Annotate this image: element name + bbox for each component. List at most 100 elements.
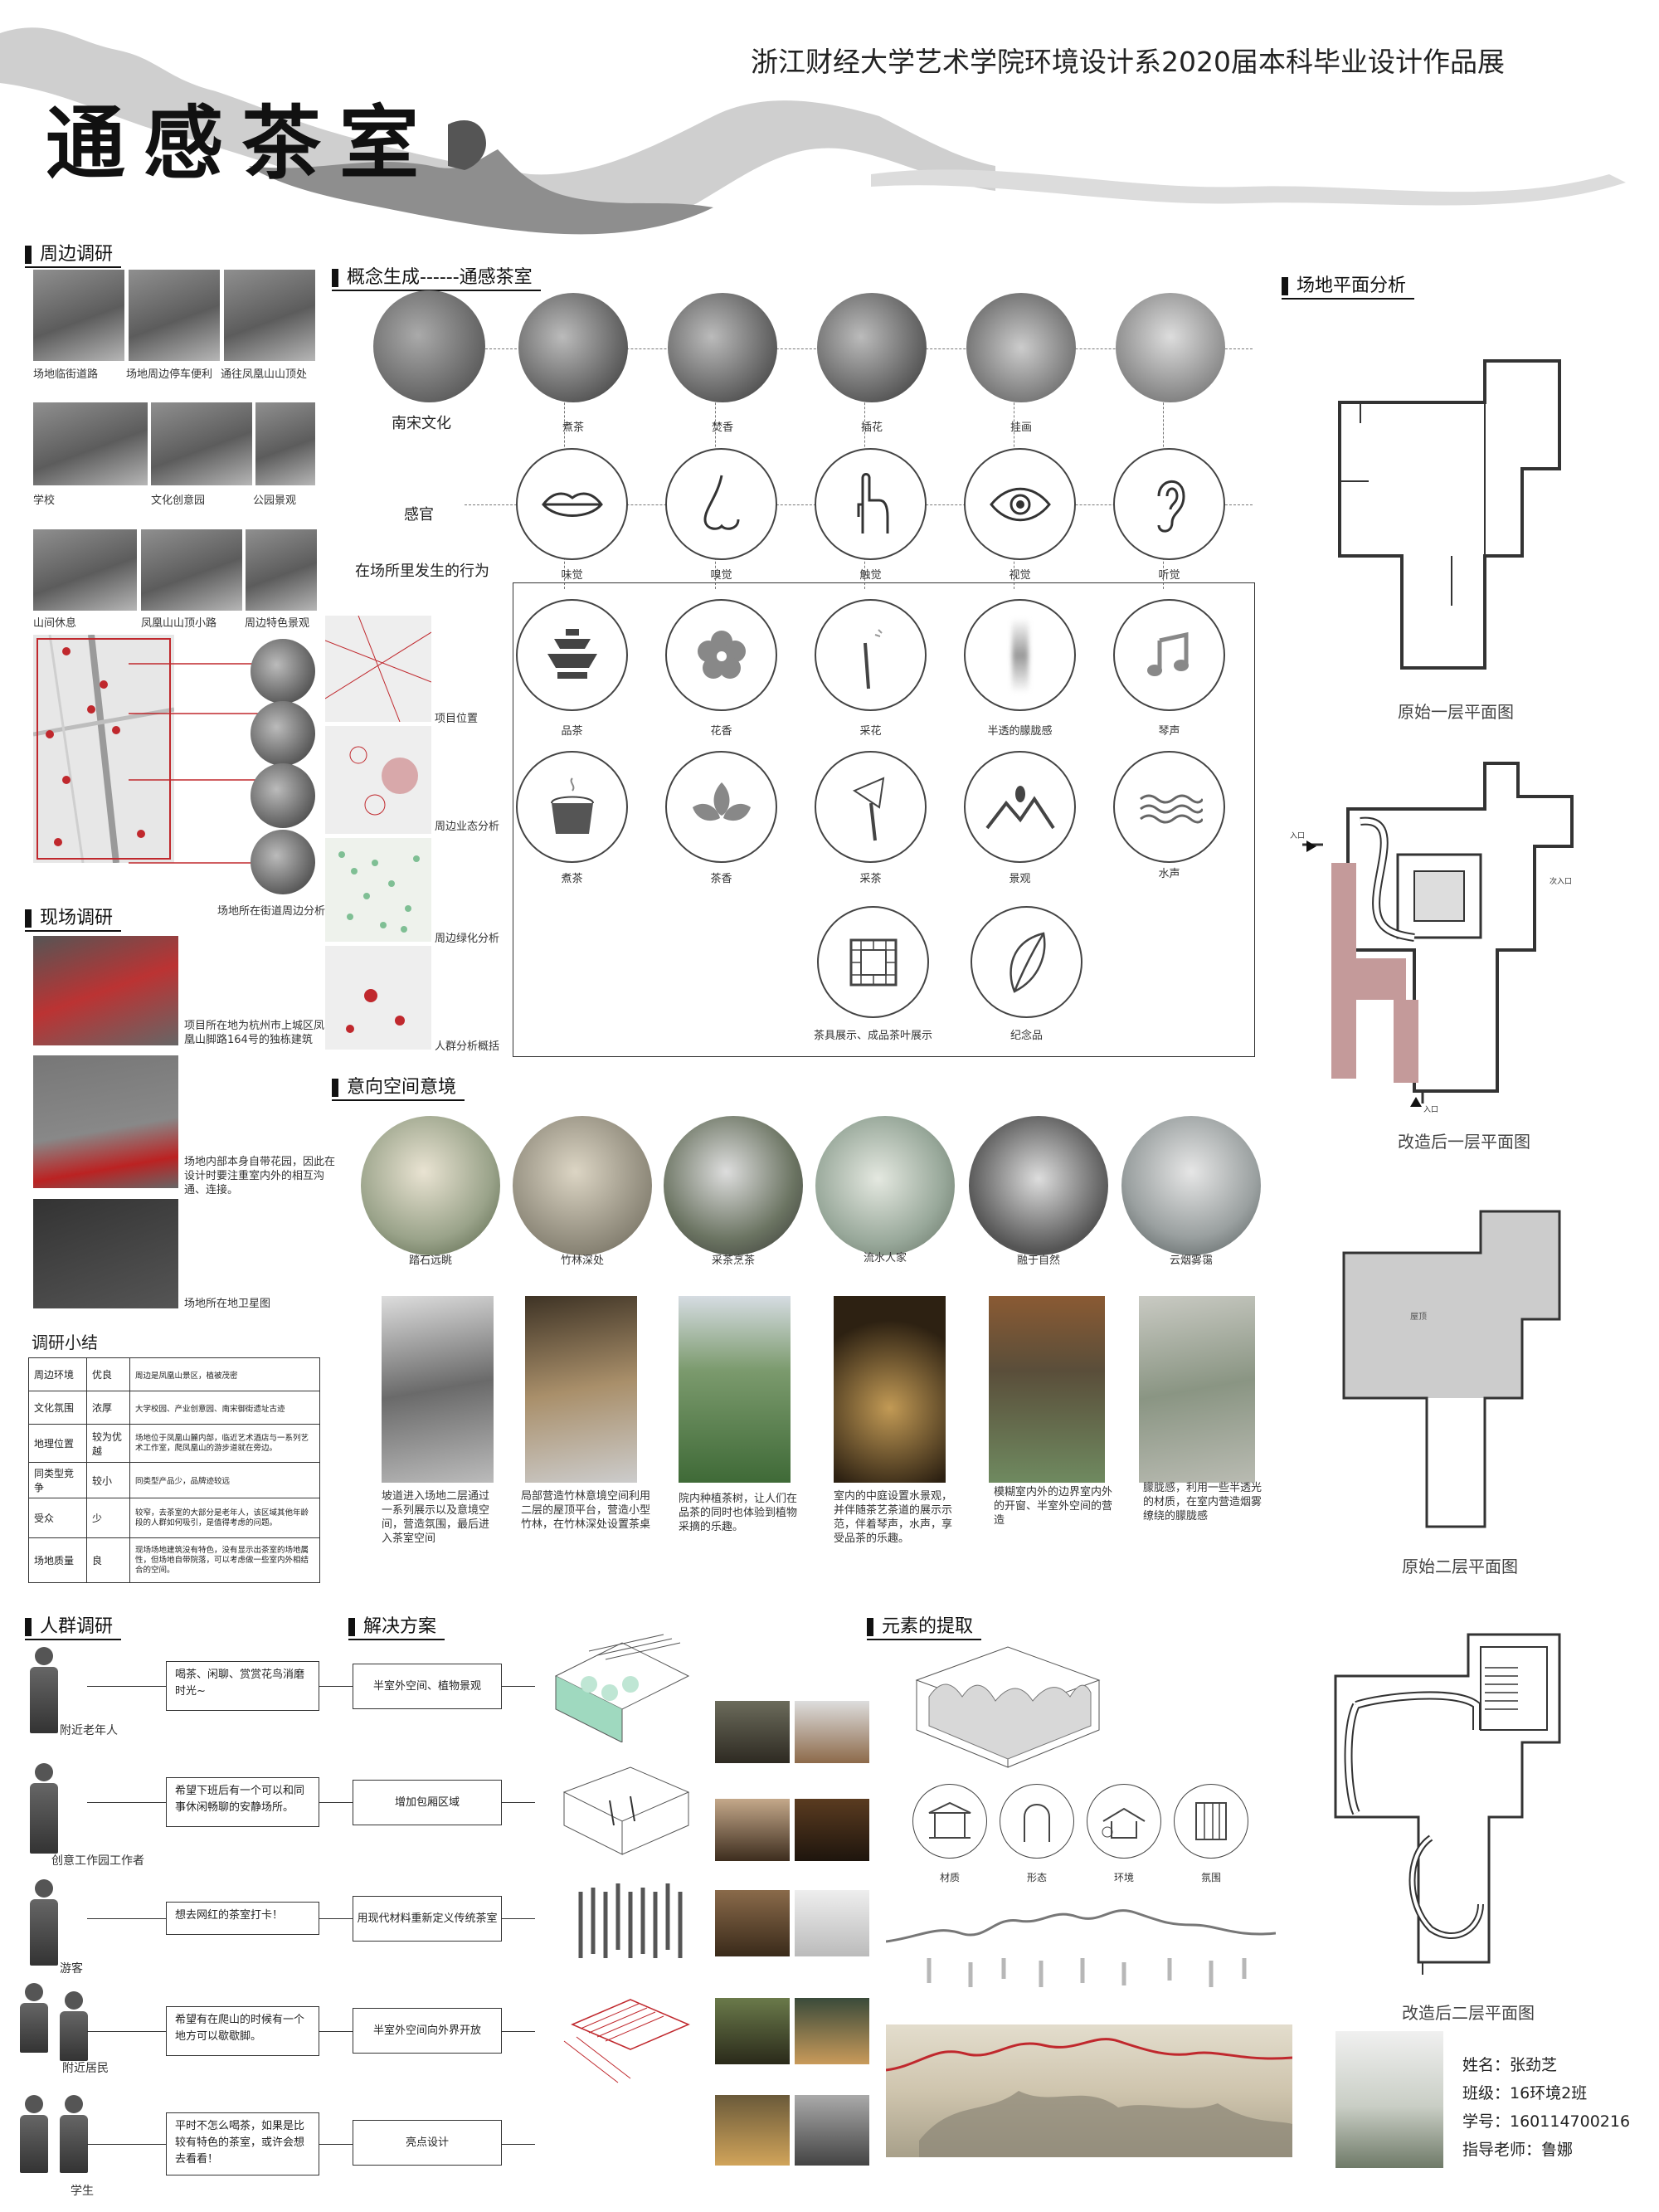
- solution-photo: [715, 2095, 790, 2166]
- behavior-circle: [1113, 599, 1225, 711]
- culture-caption: 插花: [860, 421, 883, 434]
- picking-flower-icon: [863, 628, 883, 689]
- plan-entry-label-2: 次入口: [1550, 878, 1573, 886]
- student-photo: [1335, 2031, 1443, 2168]
- table-row: 文化氛围浓厚大学校园、产业创意园、南宋御街遗址古迹: [28, 1391, 320, 1425]
- survey-caption: 场地周边停车便利: [126, 368, 213, 381]
- survey-photo: [141, 529, 242, 611]
- painting-caption: 流水人家: [863, 1252, 907, 1264]
- survey-photo: [255, 402, 315, 485]
- culture-photo: [373, 290, 485, 402]
- painting-caption: 竹林深处: [560, 1255, 604, 1267]
- analysis-map: [325, 946, 431, 1050]
- elements-title: 元素的提取: [867, 1618, 982, 1640]
- survey-photo: [33, 270, 124, 361]
- connector-line: [502, 1686, 535, 1687]
- painting-caption: 踏石远眺: [408, 1255, 452, 1267]
- culture-caption: 煮茶: [562, 421, 584, 434]
- solution-photo: [715, 1701, 790, 1763]
- imagery-title: 意向空间意境: [332, 1079, 465, 1101]
- map-label-green: 周边绿化分析: [435, 933, 500, 945]
- behavior-caption: 茶香: [710, 873, 732, 885]
- culture-photo: [518, 293, 628, 402]
- picking-tea-icon: [852, 776, 884, 840]
- site-photo: [33, 1199, 178, 1308]
- behavior-caption: 景观: [1009, 873, 1031, 885]
- behavior-caption: 煮茶: [561, 873, 583, 885]
- tea-bowl-icon: [547, 628, 597, 679]
- painting-circle: [969, 1116, 1108, 1255]
- senses-caption: 视觉: [1009, 569, 1031, 582]
- painting-caption: 融于自然: [1016, 1255, 1060, 1267]
- survey-photo: [246, 529, 317, 611]
- crowd-need: 希望有在爬山的时候有一个地方可以歇歇脚。: [166, 2006, 319, 2056]
- behavior-circle: [815, 751, 927, 863]
- context-photo: [251, 639, 315, 704]
- plan-entry-label: 入口: [1423, 1106, 1439, 1114]
- culture-caption: 焚香: [711, 421, 733, 434]
- entrance-arrow-icon: [1306, 840, 1316, 852]
- imagery-photo: [1139, 1296, 1255, 1483]
- map-label-business: 周边业态分析: [435, 821, 500, 833]
- solution-photo: [715, 1890, 790, 1956]
- element-model-diagram: [915, 1646, 1101, 1768]
- behavior-circle: [665, 599, 777, 711]
- row-label-culture: 南宋文化: [392, 415, 451, 432]
- student-advisor: 指导老师：鲁娜: [1462, 2141, 1574, 2159]
- crowd-name: 创意工作园工作者: [51, 1854, 144, 1868]
- crowd-name: 附近居民: [62, 2062, 109, 2075]
- site-photo: [33, 936, 178, 1045]
- connector-line: [87, 2144, 166, 2145]
- floor-plan-original-2: [1342, 1210, 1561, 1528]
- plan-entry-label: 入口: [1290, 832, 1306, 840]
- senses-circle: [516, 448, 628, 560]
- survey-caption: 通往凤凰山山顶处: [221, 368, 308, 381]
- element-circle: [1000, 1784, 1074, 1859]
- behavior-caption: 品茶: [561, 725, 583, 738]
- landscape-scroll-painting: [885, 2024, 1293, 2157]
- floor-plan-renovated-2: [1334, 1633, 1561, 1975]
- senses-caption: 听觉: [1158, 569, 1180, 582]
- imagery-note: 室内的中庭设置水景观，并伴随茶艺茶道的展示示范，伴着琴声，水声，享受品茶的乐趣。: [834, 1490, 953, 1545]
- behavior-circle: [964, 599, 1076, 711]
- table-row: 受众少较窄，去茶室的大部分是老年人，该区域其他年龄段的人群如何吸引，是值得考虑的…: [28, 1498, 320, 1538]
- street-note: 场地所在街道周边分析: [217, 905, 326, 918]
- context-photo: [251, 830, 315, 894]
- behavior-caption: 水声: [1158, 868, 1180, 880]
- element-circle: [912, 1784, 987, 1859]
- plan-roof-label: 屋顶: [1410, 1313, 1427, 1322]
- senses-caption: 嗅觉: [710, 569, 732, 582]
- behavior-circle: [665, 751, 777, 863]
- imagery-note: 坡道进入场地二层通过一系列展示以及意境空间，营造氛围，最后进入茶室空间: [382, 1490, 490, 1545]
- survey-caption: 学校: [33, 495, 56, 507]
- row-label-behaviors: 在场所里发生的行为: [355, 563, 489, 580]
- senses-circle: [815, 448, 927, 560]
- music-note-icon: [1146, 631, 1189, 676]
- survey-photo: [129, 270, 220, 361]
- imagery-photo: [525, 1296, 637, 1483]
- element-caption: 形态: [1026, 1872, 1047, 1883]
- solution-photo: [715, 1998, 790, 2064]
- map-label-location: 项目位置: [435, 713, 479, 725]
- summary-title: 调研小结: [32, 1333, 98, 1352]
- survey-title: 周边调研: [25, 246, 122, 268]
- culture-photo: [966, 293, 1076, 402]
- main-title: 通感茶室: [46, 96, 437, 190]
- plan-label-renovated-1: 改造后一层平面图: [1398, 1132, 1530, 1152]
- context-photo: [251, 701, 315, 766]
- student-class: 班级：16环境2班: [1462, 2084, 1588, 2102]
- behavior-circle: [817, 906, 929, 1018]
- behavior-caption: 纪念品: [1010, 1030, 1043, 1042]
- survey-caption: 山间休息: [33, 617, 77, 630]
- table-row: 地理位置较为优越场地位于凤凰山麓内部，临近艺术酒店与一系列艺术工作室，爬凤凰山的…: [28, 1424, 320, 1463]
- exhibition-title: 浙江财经大学艺术学院环境设计系2020届本科毕业设计作品展: [751, 46, 1505, 78]
- axonometric-diagram: [554, 1634, 690, 1742]
- eye-icon: [989, 487, 1051, 521]
- plan-label-original-1: 原始一层平面图: [1398, 702, 1514, 722]
- connector-line: [502, 1802, 535, 1803]
- map-connector-lines: [129, 663, 315, 864]
- wave-icon: [1139, 794, 1203, 823]
- nose-icon: [703, 475, 739, 530]
- hand-icon: [857, 472, 888, 534]
- arch-icon: [1024, 1804, 1050, 1842]
